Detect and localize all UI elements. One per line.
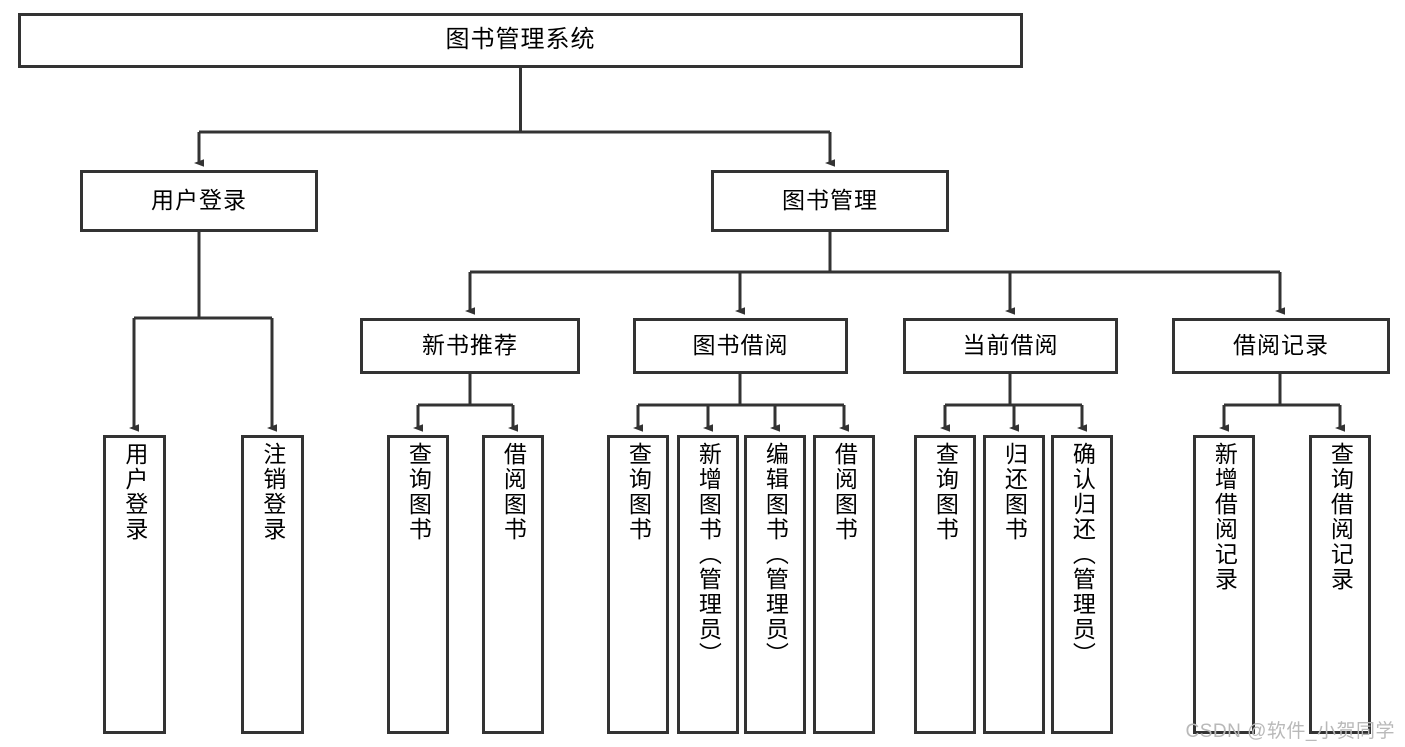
node-label: 图书借阅 [692,332,789,359]
node-borrow-records[interactable]: 借阅记录 [1172,318,1390,374]
node-label: 图书管理系统 [445,26,596,54]
leaf-borrow-books-recommend[interactable]: 借阅图书 [482,435,544,734]
leaf-return-books[interactable]: 归还图书 [983,435,1045,734]
node-label: 图书管理 [782,187,878,214]
node-label: 用户登录 [151,187,247,214]
node-label: 查询图书 [625,442,652,542]
leaf-logout[interactable]: 注销登录 [241,435,304,734]
node-book-management[interactable]: 图书管理 [711,170,949,232]
node-user-login[interactable]: 用户登录 [80,170,318,232]
node-label: 借阅图书 [831,442,858,542]
node-book-borrowing[interactable]: 图书借阅 [633,318,848,374]
node-current-borrowing[interactable]: 当前借阅 [903,318,1118,374]
node-label: 查询图书 [405,442,432,542]
leaf-query-books-borrow[interactable]: 查询图书 [607,435,669,734]
node-new-book-recommendation[interactable]: 新书推荐 [360,318,580,374]
node-label: 确认归还（管理员） [1069,442,1096,667]
node-label: 用户登录 [121,442,148,542]
node-label: 新书推荐 [422,332,518,359]
node-label: 新增借阅记录 [1211,442,1238,592]
leaf-confirm-return-admin[interactable]: 确认归还（管理员） [1051,435,1113,734]
leaf-edit-book-admin[interactable]: 编辑图书（管理员） [744,435,806,734]
node-label: 借阅记录 [1233,332,1329,359]
node-label: 归还图书 [1001,442,1028,542]
node-root-library-management-system[interactable]: 图书管理系统 [18,13,1023,68]
leaf-query-books-recommend[interactable]: 查询图书 [387,435,449,734]
leaf-add-book-admin[interactable]: 新增图书（管理员） [677,435,739,734]
leaf-add-borrow-record[interactable]: 新增借阅记录 [1193,435,1255,734]
leaf-user-login[interactable]: 用户登录 [103,435,166,734]
node-label: 查询图书 [932,442,959,542]
node-label: 编辑图书（管理员） [762,442,789,667]
leaf-query-books-current[interactable]: 查询图书 [914,435,976,734]
node-label: 当前借阅 [962,332,1059,359]
node-label: 借阅图书 [500,442,527,542]
node-label: 查询借阅记录 [1327,442,1354,592]
node-label: 新增图书（管理员） [695,442,722,667]
watermark-text: CSDN @软件_小贺同学 [1185,721,1395,742]
node-label: 注销登录 [259,442,286,542]
leaf-query-borrow-record[interactable]: 查询借阅记录 [1309,435,1371,734]
leaf-borrow-books[interactable]: 借阅图书 [813,435,875,734]
